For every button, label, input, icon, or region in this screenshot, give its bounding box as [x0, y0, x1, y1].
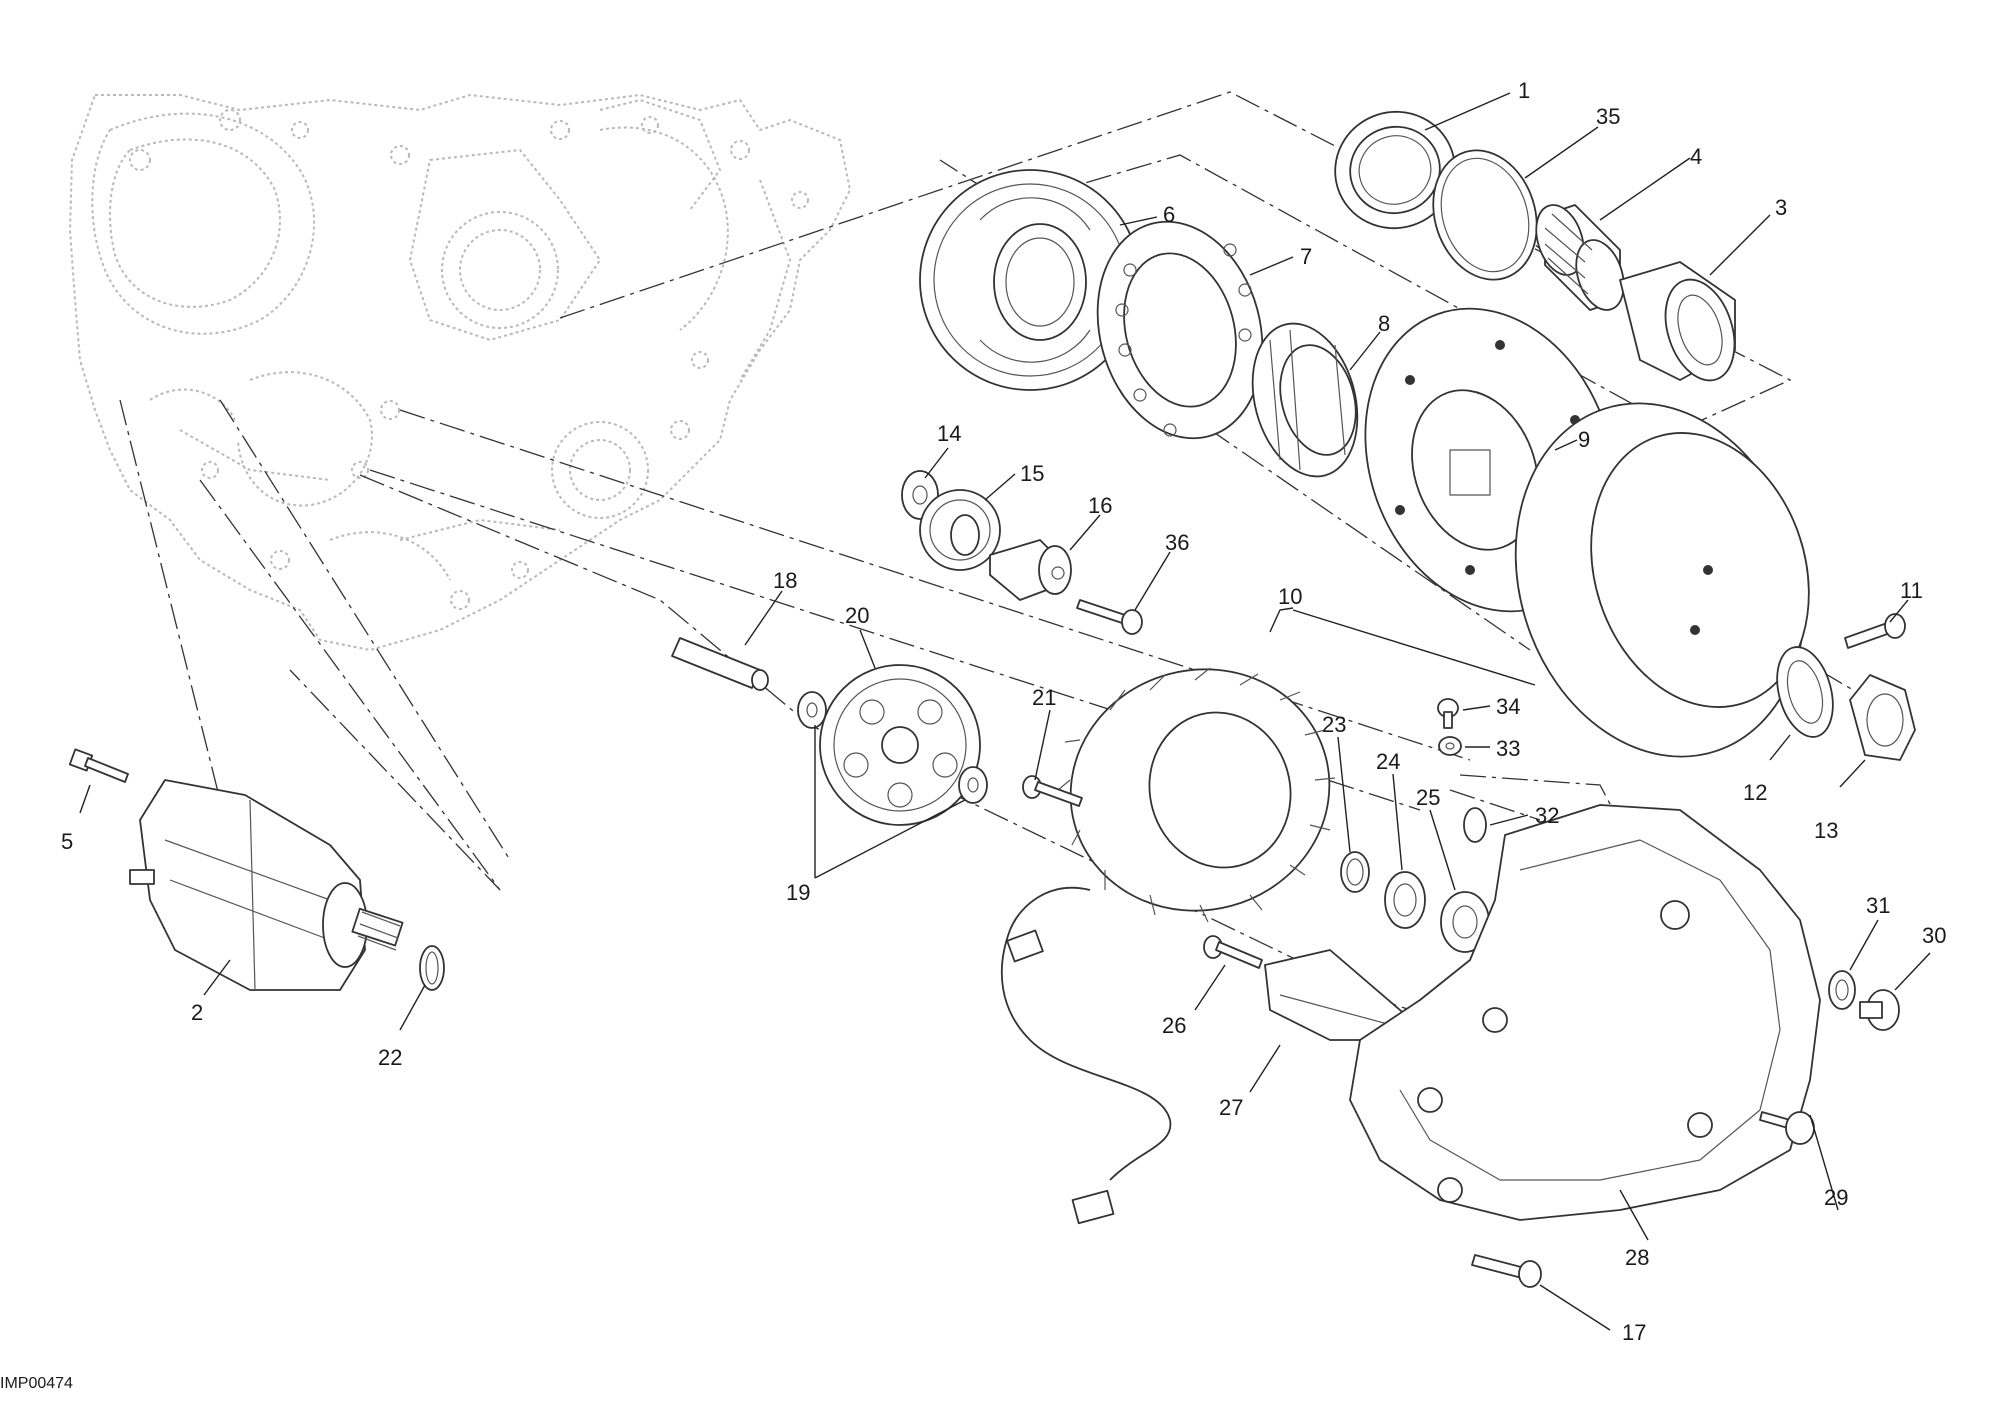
callout-17: 17 [1622, 1320, 1646, 1345]
circlip [1340, 851, 1370, 893]
callout-30: 30 [1922, 923, 1946, 948]
callout-11: 11 [1900, 578, 1923, 603]
callout-8: 8 [1378, 311, 1390, 336]
rotor-bolt [1844, 613, 1906, 649]
cover-bolt-17 [1471, 1254, 1542, 1288]
callout-10: 10 [1278, 584, 1302, 609]
callout-20: 20 [845, 603, 869, 628]
callout-12: 12 [1743, 780, 1767, 805]
idler-gear-small [919, 489, 1001, 571]
callout-1: 1 [1518, 78, 1530, 103]
gear-washer-front [797, 691, 827, 729]
starter-gear [919, 169, 1141, 391]
stator-wiring [1000, 886, 1172, 1225]
cover-washer [1384, 871, 1426, 929]
callout-2: 2 [191, 1000, 203, 1025]
callout-leaders [79, 92, 1931, 1331]
callout-26: 26 [1162, 1013, 1186, 1038]
small-screw [1437, 698, 1459, 729]
callout-34: 34 [1496, 694, 1520, 719]
gear-washer-rear [958, 766, 988, 804]
callout-14: 14 [937, 421, 961, 446]
small-washer [1438, 736, 1462, 756]
idler-shaft-screw [1076, 599, 1143, 635]
callout-27: 27 [1219, 1095, 1243, 1120]
callout-29: 29 [1824, 1185, 1848, 1210]
callout-32: 32 [1535, 803, 1559, 828]
callout-3: 3 [1775, 195, 1787, 220]
flywheel-nut [1849, 674, 1916, 761]
flywheel-rotor [1514, 402, 1810, 758]
callout-19: 19 [786, 880, 810, 905]
idler-shaft [989, 539, 1072, 601]
callout-36: 36 [1165, 530, 1189, 555]
bushing [1619, 261, 1736, 382]
callout-9: 9 [1578, 427, 1590, 452]
drawing-code: IMP00474 [0, 1375, 73, 1392]
cable-clamp-bolt [1203, 935, 1263, 969]
cover-bearing [1440, 891, 1490, 953]
cover-o-ring [1463, 807, 1487, 843]
freewheel-roller-housing [1096, 220, 1264, 440]
callout-35: 35 [1596, 104, 1620, 129]
starter-bolt [68, 748, 129, 783]
callout-5: 5 [61, 829, 73, 854]
callout-22: 22 [378, 1045, 402, 1070]
callout-21: 21 [1032, 685, 1056, 710]
callout-31: 31 [1866, 893, 1890, 918]
callout-23: 23 [1322, 712, 1346, 737]
starter-o-ring [419, 945, 445, 991]
callout-6: 6 [1163, 202, 1175, 227]
seal-ring [1432, 149, 1538, 281]
cover-plug [1859, 989, 1900, 1031]
callout-13: 13 [1814, 818, 1838, 843]
callout-7: 7 [1300, 244, 1312, 269]
oil-seal [1334, 110, 1456, 230]
callout-15: 15 [1020, 461, 1044, 486]
plug-washer [1828, 970, 1856, 1010]
flywheel-washer [1776, 646, 1834, 738]
generator-cover [1349, 804, 1821, 1221]
intermediate-gear [819, 664, 981, 826]
needle-roller-cage [1535, 204, 1625, 311]
dowel-pin [671, 637, 769, 691]
callout-25: 25 [1416, 785, 1440, 810]
callout-24: 24 [1376, 749, 1400, 774]
callout-4: 4 [1690, 144, 1702, 169]
starter-motor [129, 779, 404, 991]
stator [1057, 667, 1336, 923]
callout-33: 33 [1496, 736, 1520, 761]
callout-28: 28 [1625, 1245, 1649, 1270]
callout-labels: 1 35 4 3 6 7 8 9 14 15 16 36 18 20 10 11… [0, 78, 1946, 1392]
cover-bolt-29 [1759, 1111, 1815, 1145]
engine-crankcase-outline [68, 93, 852, 652]
callout-18: 18 [773, 568, 797, 593]
callout-16: 16 [1088, 493, 1112, 518]
freewheel-cage [1251, 322, 1359, 478]
stator-bolt [1022, 775, 1083, 807]
